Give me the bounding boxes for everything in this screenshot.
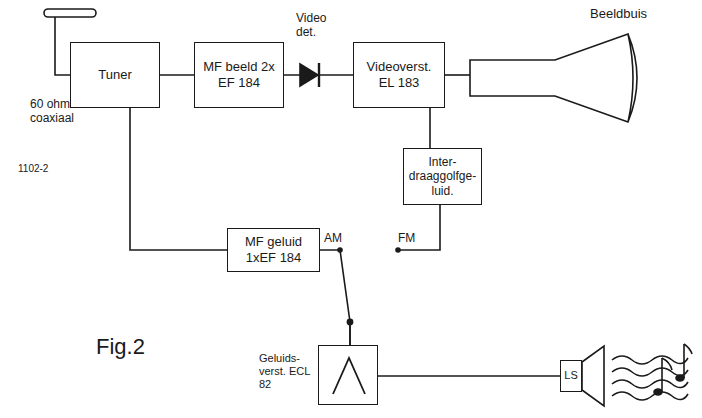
speaker-cone bbox=[582, 346, 604, 406]
node-label: MF beeld 2x EF 184 bbox=[200, 59, 278, 90]
intercarrier-box: Inter- draaggolfge- luid. bbox=[403, 148, 482, 205]
detector-diode bbox=[300, 64, 318, 86]
tuner-box: Tuner bbox=[70, 42, 160, 108]
node-label: MF geluid 1xEF 184 bbox=[233, 234, 314, 265]
signal-line bbox=[378, 375, 560, 377]
switch-position: FM bbox=[398, 232, 428, 246]
signal-line bbox=[350, 205, 440, 345]
sound-if-box: MF geluid 1xEF 184 bbox=[227, 228, 320, 272]
signal-line bbox=[445, 74, 470, 76]
cable-note: 60 ohm coaxiaal bbox=[30, 98, 110, 126]
if-amplifier-box: MF beeld 2x EF 184 bbox=[194, 42, 284, 108]
music-notes bbox=[654, 344, 692, 395]
coax-cable bbox=[55, 17, 70, 75]
switch-contact bbox=[396, 248, 400, 252]
node-label: Geluids- verst. ECL 82 bbox=[259, 352, 311, 392]
figure-number: Fig.2 bbox=[96, 334, 186, 359]
antenna-dipole bbox=[44, 9, 96, 17]
signal-line bbox=[160, 74, 194, 76]
node-label: Videoverst. EL 183 bbox=[359, 59, 439, 90]
diode-bar bbox=[318, 63, 320, 87]
node-label: LS bbox=[564, 369, 577, 382]
detector-label: Video det. bbox=[296, 12, 336, 40]
video-amplifier-box: Videoverst. EL 183 bbox=[353, 42, 445, 108]
amplifier-symbol bbox=[319, 346, 379, 406]
signal-line bbox=[429, 108, 431, 148]
loudspeaker-box: LS bbox=[560, 360, 582, 392]
node-label: Inter- draaggolfge- luid. bbox=[409, 155, 476, 198]
audio-amplifier: Geluids- verst. ECL 82 bbox=[318, 345, 378, 405]
signal-line bbox=[130, 108, 227, 250]
node-label: Tuner bbox=[98, 67, 131, 83]
signal-line bbox=[320, 250, 350, 345]
switch-position: AM bbox=[324, 232, 354, 246]
picture-tube: Beeldbuis bbox=[470, 28, 692, 128]
tube-outline bbox=[470, 28, 692, 128]
switch-pivot bbox=[347, 319, 352, 324]
node-label: Beeldbuis bbox=[590, 6, 647, 22]
music-waves bbox=[612, 356, 688, 400]
switch-contact bbox=[338, 248, 342, 252]
figure-code: 1102-2 bbox=[18, 163, 68, 175]
